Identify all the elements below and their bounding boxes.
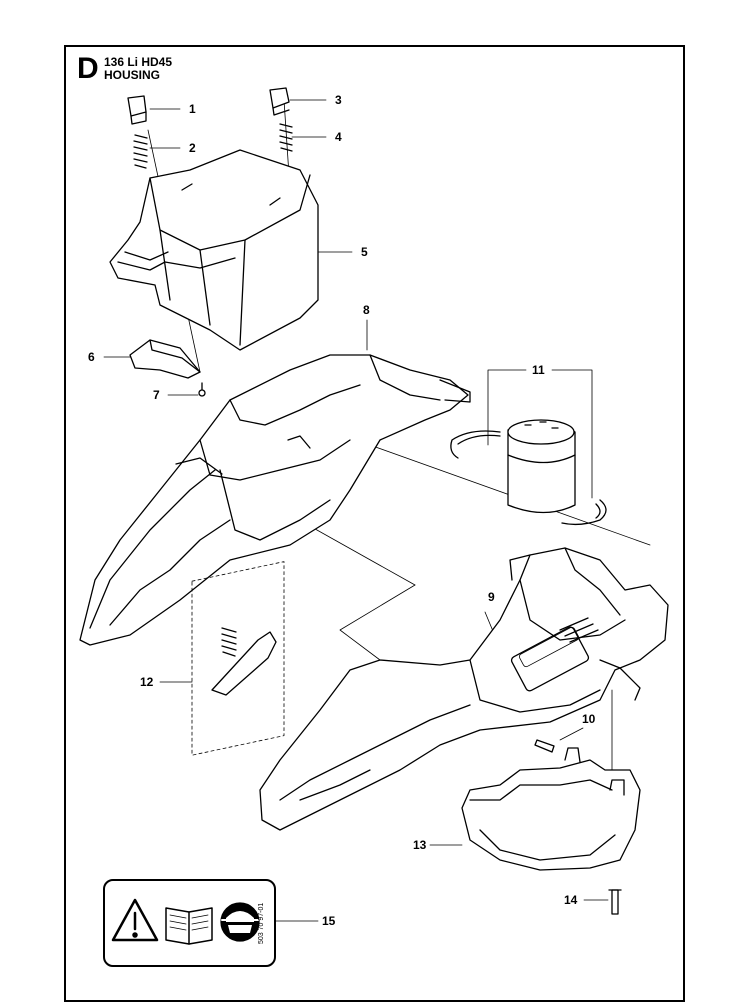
callout-14: 14 bbox=[564, 893, 578, 907]
part-2-spring bbox=[133, 134, 148, 169]
part-14-screw bbox=[608, 889, 622, 915]
model-name: 136 Li HD45 bbox=[104, 55, 173, 69]
diagram-frame bbox=[64, 45, 685, 1002]
part-11-clip-right bbox=[561, 499, 607, 526]
part-11-clip-left bbox=[450, 430, 501, 459]
part-13-bottom-cover bbox=[461, 747, 641, 871]
part-5-battery-box bbox=[109, 149, 319, 351]
callout-9: 9 bbox=[488, 590, 495, 604]
part-1-button bbox=[127, 95, 147, 125]
section-letter: D bbox=[77, 52, 99, 85]
callout-10: 10 bbox=[582, 712, 596, 726]
part-10-screw bbox=[534, 739, 555, 753]
callout-1: 1 bbox=[189, 102, 196, 116]
protective-gear-icon bbox=[220, 902, 260, 942]
part-6-cover bbox=[129, 339, 201, 379]
callout-3: 3 bbox=[335, 93, 342, 107]
brand-logo bbox=[518, 626, 580, 668]
callout-11: 11 bbox=[532, 363, 545, 377]
callout-6: 6 bbox=[88, 350, 95, 364]
part-12-lever bbox=[211, 627, 277, 696]
manual-book-icon bbox=[165, 907, 213, 945]
callout-5: 5 bbox=[361, 245, 368, 259]
callout-13: 13 bbox=[413, 838, 427, 852]
part-8-upper-housing bbox=[79, 354, 471, 646]
callout-7: 7 bbox=[153, 388, 160, 402]
part-9-lower-housing bbox=[259, 547, 669, 831]
callout-15: 15 bbox=[322, 914, 336, 928]
part-3-button bbox=[269, 87, 290, 116]
part-11-motor bbox=[507, 419, 576, 514]
callout-4: 4 bbox=[335, 130, 342, 144]
warning-triangle-icon bbox=[111, 898, 159, 942]
callout-2: 2 bbox=[189, 141, 196, 155]
diagram-title: HOUSING bbox=[104, 68, 161, 82]
part-7-screw bbox=[198, 382, 206, 397]
warning-label-part-number: 503 70 97-01 bbox=[258, 902, 265, 944]
callout-8: 8 bbox=[363, 303, 370, 317]
part-4-spring bbox=[279, 123, 293, 152]
callout-12: 12 bbox=[140, 675, 154, 689]
warning-label bbox=[103, 879, 276, 967]
